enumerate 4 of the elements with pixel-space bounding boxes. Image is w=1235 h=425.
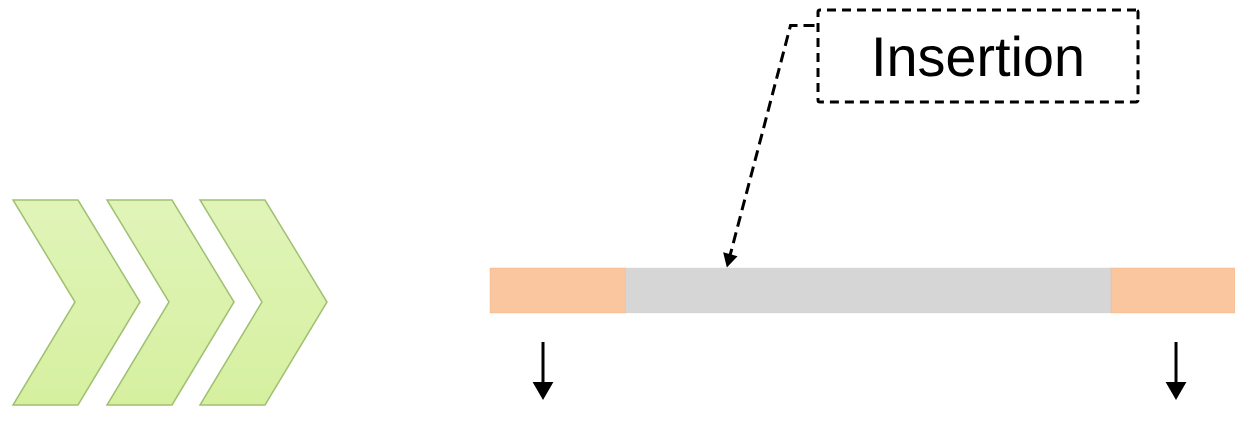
segment-bar xyxy=(625,267,1112,314)
callout-box: Insertion xyxy=(816,8,1140,104)
segment-bar xyxy=(489,267,627,314)
segment-bar xyxy=(1110,267,1235,314)
